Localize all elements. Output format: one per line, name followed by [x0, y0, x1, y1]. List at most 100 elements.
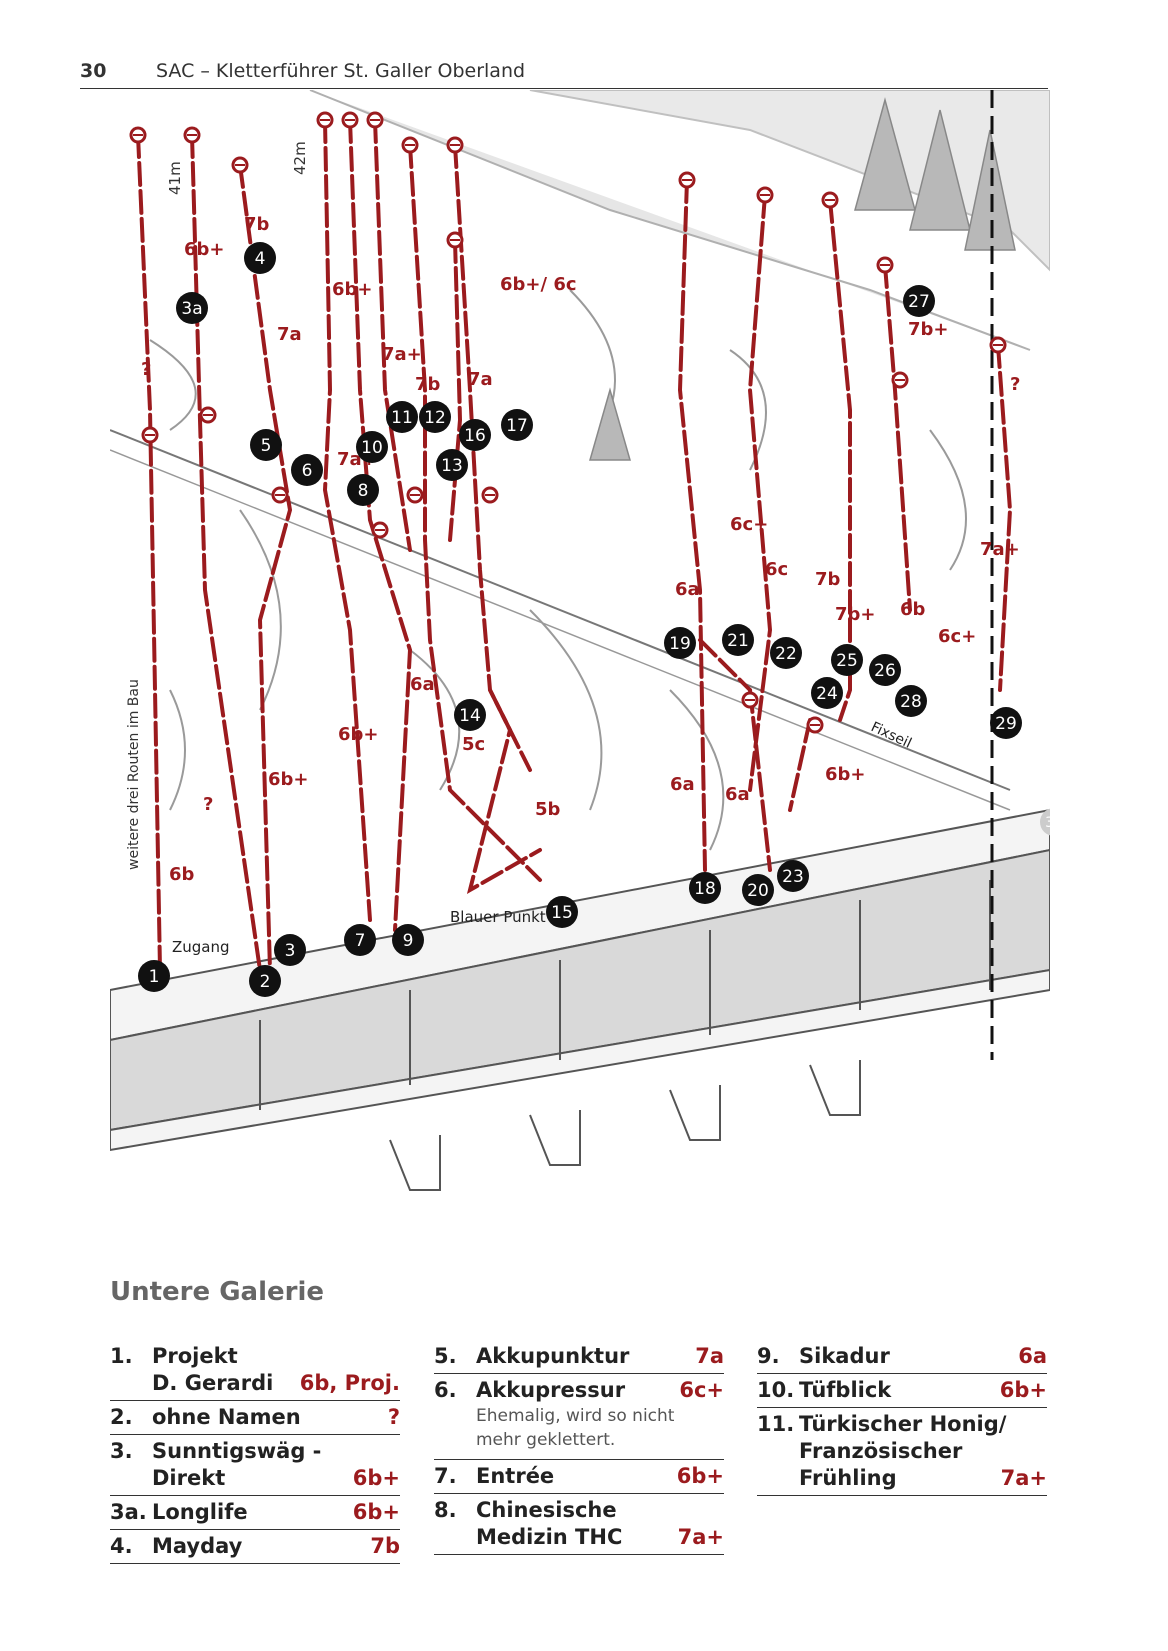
marker-circle — [770, 637, 802, 669]
marker-number: 10 — [361, 438, 383, 458]
route-name: Chinesische — [476, 1498, 617, 1522]
route-marker-6: 6 — [291, 454, 323, 486]
route-marker-16: 16 — [459, 419, 491, 451]
length-label-41m: 41m — [166, 161, 184, 195]
route-number: 7. — [434, 1464, 457, 1488]
faded-marker-30: 30 — [1045, 815, 1050, 831]
route-marker-4: 4 — [244, 242, 276, 274]
route-marker-28: 28 — [895, 685, 927, 717]
route-number: 3. — [110, 1439, 133, 1463]
route-marker-5: 5 — [250, 429, 282, 461]
route-line — [322, 118, 372, 922]
route-grade: 6b+ — [999, 1378, 1047, 1402]
route-name: Entrée — [476, 1464, 555, 1488]
grade-label: 6b+ — [825, 764, 866, 785]
route-marker-19: 19 — [664, 627, 696, 659]
route-marker-15: 15 — [546, 896, 578, 928]
marker-circle — [244, 242, 276, 274]
marker-number: 28 — [900, 692, 922, 712]
grade-label: 7a — [468, 369, 493, 390]
route-name: Mayday — [152, 1534, 243, 1558]
marker-number: 6 — [302, 461, 313, 481]
route-line — [348, 118, 413, 932]
grade-label: 6b+ — [338, 724, 379, 745]
route-entry: 2.ohne Namen? — [110, 1401, 400, 1435]
route-grade: 6a — [1018, 1344, 1047, 1368]
marker-circle — [344, 924, 376, 956]
route-grade: 6c+ — [679, 1378, 724, 1402]
route-row: Projekt — [152, 1343, 400, 1370]
route-marker-2: 2 — [249, 965, 281, 997]
marker-number: 21 — [727, 631, 749, 651]
route-marker-18: 18 — [689, 872, 721, 904]
route-row: Türkischer Honig/ — [799, 1411, 1047, 1438]
marker-circle — [454, 699, 486, 731]
marker-number: 26 — [874, 661, 896, 681]
blauer-punkt-label: Blauer Punkt — [450, 908, 546, 926]
grade-label: 7b — [244, 214, 270, 235]
marker-number: 1 — [149, 967, 160, 987]
route-number: 6. — [434, 1378, 457, 1402]
marker-number: 11 — [391, 408, 413, 428]
marker-circle — [347, 474, 379, 506]
marker-circle — [176, 292, 208, 324]
marker-circle — [869, 654, 901, 686]
route-marker-29: 29 — [990, 707, 1022, 739]
route-line — [748, 688, 772, 872]
marker-circle — [546, 896, 578, 928]
weitere-routen-label: weitere drei Routen im Bau — [126, 679, 142, 870]
route-marker-23: 23 — [777, 860, 809, 892]
marker-circle — [664, 627, 696, 659]
marker-circle — [895, 685, 927, 717]
marker-circle — [249, 965, 281, 997]
route-line — [190, 133, 262, 972]
marker-number: 25 — [836, 651, 858, 671]
section-title: Untere Galerie — [110, 1277, 324, 1307]
grade-label: ? — [1010, 374, 1020, 395]
marker-number: 3 — [285, 941, 296, 961]
route-marker-26: 26 — [869, 654, 901, 686]
route-number: 2. — [110, 1405, 133, 1429]
grade-label: 6a — [410, 674, 435, 695]
marker-circle — [689, 872, 721, 904]
trees — [589, 97, 1016, 461]
marker-number: 2 — [260, 972, 271, 992]
marker-number: 13 — [441, 456, 463, 476]
marker-number: 14 — [459, 706, 481, 726]
marker-circle — [291, 454, 323, 486]
route-name: Medizin THC — [476, 1525, 623, 1549]
grade-label: 7a — [277, 324, 302, 345]
route-grade: 7a — [695, 1344, 724, 1368]
marker-circle — [274, 934, 306, 966]
grade-label: 6b+/ 6c — [500, 274, 577, 295]
marker-number: 19 — [669, 634, 691, 654]
route-marker-10: 10 — [356, 431, 388, 463]
route-marker-14: 14 — [454, 699, 486, 731]
route-marker-11: 11 — [386, 401, 418, 433]
route-number: 4. — [110, 1534, 133, 1558]
grade-label: 6b — [169, 864, 195, 885]
marker-number: 15 — [551, 903, 573, 923]
grade-label: 6b+ — [184, 239, 225, 260]
marker-circle — [831, 644, 863, 676]
route-name: D. Gerardi — [152, 1371, 274, 1395]
route-number: 1. — [110, 1344, 133, 1368]
route-grade: 7a+ — [1000, 1466, 1047, 1490]
running-title: SAC – Kletterführer St. Galler Oberland — [156, 60, 526, 82]
grade-label: ? — [141, 359, 151, 380]
marker-circle — [742, 874, 774, 906]
marker-number: 12 — [424, 408, 446, 428]
route-name: Frühling — [799, 1466, 897, 1490]
grade-label: 7a+ — [382, 344, 422, 365]
